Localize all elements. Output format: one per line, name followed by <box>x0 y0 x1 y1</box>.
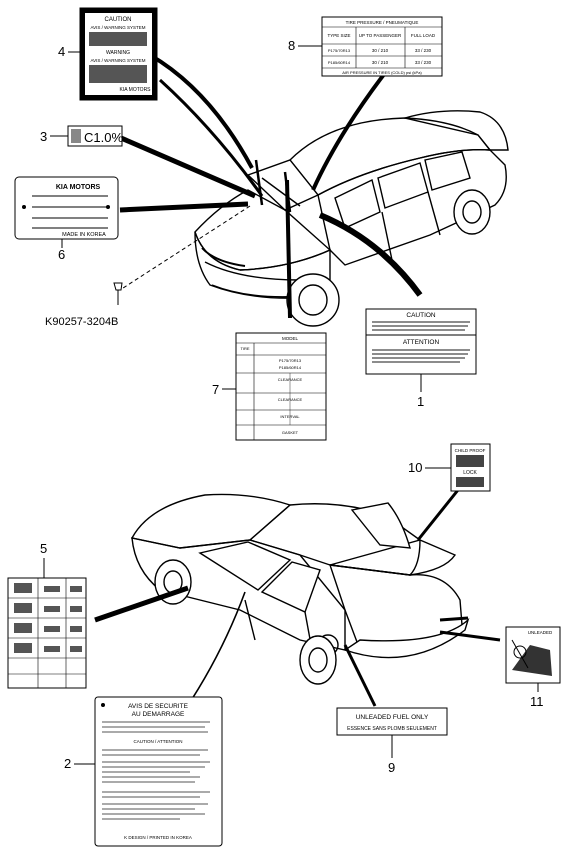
label4-line2: AVIS / WARNING SYSTEM <box>90 58 145 63</box>
callout-9: 9 <box>388 760 395 775</box>
label8-r1a: 30 / 210 <box>372 48 389 53</box>
label10-top: CHILD PROOF <box>455 448 486 453</box>
label8-col3: FULL LOAD <box>411 33 436 38</box>
label-8-tire-pressure-decal: TIRE PRESSURE / PNEUMATIQUE TYPE SIZE UP… <box>321 16 443 77</box>
label6-footer: MADE IN KOREA <box>62 232 106 238</box>
label11-top: UNLEADED <box>528 630 553 635</box>
callout-11: 11 <box>530 694 544 709</box>
label8-col1: TYPE SIZE <box>327 33 350 38</box>
label7-r4: INTERVAL <box>280 414 300 419</box>
label-11-unleaded-decal: UNLEADED <box>505 626 561 684</box>
label8-footer: AIR PRESSURE IN TIRES (COLD) psi (kPa) <box>342 70 422 75</box>
sedan-rear-view <box>130 493 470 685</box>
label-5-maintenance-table-decal <box>7 577 87 689</box>
callout-7: 7 <box>212 382 219 397</box>
callout-4: 4 <box>58 44 65 59</box>
callout-10: 10 <box>408 460 422 475</box>
callout-8: 8 <box>288 38 295 53</box>
rivet-icon <box>113 282 123 305</box>
label-2-starting-caution-decal: AVIS DE SECURITE AU DEMARRAGE CAUTION / … <box>94 696 223 847</box>
callout-5: 5 <box>40 541 47 556</box>
label8-r1b: 33 / 230 <box>415 48 432 53</box>
label9-line2: ESSENCE SANS PLOMB SEULEMENT <box>347 726 437 732</box>
label1-h1: CAUTION <box>406 312 436 319</box>
label4-brand: KIA MOTORS <box>119 87 151 93</box>
callout-6: 6 <box>58 247 65 262</box>
label8-r2a: 30 / 210 <box>372 60 389 65</box>
label8-r2: P185/60R14 <box>328 60 351 65</box>
label8-r2b: 33 / 230 <box>415 60 432 65</box>
label7-r1b: P185/60R14 <box>279 365 302 370</box>
label3-text: C1.0% <box>84 130 123 145</box>
label4-mid: WARNING <box>106 50 130 56</box>
label7-head1: MODEL <box>282 336 299 341</box>
label8-title: TIRE PRESSURE / PNEUMATIQUE <box>346 20 419 25</box>
label7-r1a: P175/70R13 <box>279 358 302 363</box>
label2-footer: K DESIGN / PRINTED IN KOREA <box>124 835 192 840</box>
label2-sub: CAUTION / ATTENTION <box>134 739 183 744</box>
label2-title1: AVIS DE SECURITE <box>128 703 189 710</box>
callout-3: 3 <box>40 129 47 144</box>
label-7-spec-table-decal: MODEL TIRE P175/70R13 P185/60R14 CLEARAN… <box>235 332 327 441</box>
label4-top: CAUTION <box>105 17 132 23</box>
callout-2: 2 <box>64 756 71 771</box>
callout-1: 1 <box>417 394 424 409</box>
label4-line1: AVIS / WARNING SYSTEM <box>90 25 145 30</box>
label-1-caution-attention-decal: CAUTION ATTENTION <box>365 308 477 375</box>
label9-line1: UNLEADED FUEL ONLY <box>356 714 429 721</box>
label1-h2: ATTENTION <box>403 339 440 346</box>
label-9-unleaded-fuel-decal: UNLEADED FUEL ONLY ESSENCE SANS PLOMB SE… <box>336 707 448 736</box>
label-3-co-decal: C1.0% <box>67 125 123 147</box>
label6-brand: KIA MOTORS <box>56 184 101 191</box>
label-4-caution-decal: CAUTION AVIS / WARNING SYSTEM WARNING AV… <box>79 7 158 101</box>
label7-r5: GASKET <box>282 430 299 435</box>
label8-col2: UP TO PASSENGER <box>359 33 402 38</box>
label2-title2: AU DEMARRAGE <box>132 711 185 718</box>
label-6-vin-plate: KIA MOTORS MADE IN KOREA <box>14 176 119 240</box>
label7-head2: TIRE <box>240 346 249 351</box>
part-number: K90257-3204B <box>45 316 118 328</box>
sedan-front-view <box>194 110 509 327</box>
label-10-child-lock-decal: CHILD PROOF LOCK <box>450 443 491 492</box>
label10-mid: LOCK <box>463 470 477 476</box>
label8-r1: P175/70R13 <box>328 48 351 53</box>
